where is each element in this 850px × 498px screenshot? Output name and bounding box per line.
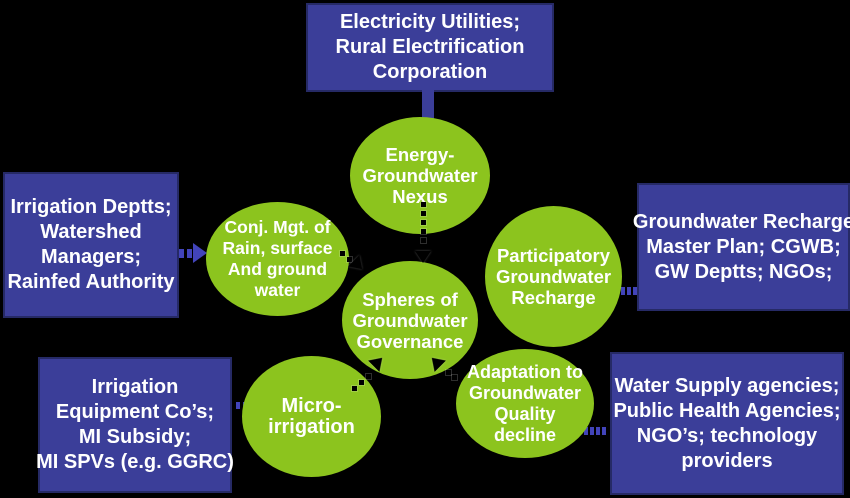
box-text-line: MI Subsidy;: [78, 426, 192, 448]
node-text-line: Quality: [494, 403, 556, 424]
node-energy-groundwater-nexus: Energy- Groundwater Nexus: [350, 117, 490, 234]
box-text-line: Managers;: [40, 246, 142, 268]
stakeholder-box-electricity-utilities: Electricity Utilities; Rural Electrifica…: [306, 3, 554, 92]
node-text-line: Adaptation to: [467, 361, 583, 382]
node-text-line: Groundwater: [362, 165, 478, 186]
box-text-line: Groundwater Recharge: [632, 210, 850, 233]
node-text-line: Conj. Mgt. of: [224, 217, 331, 237]
connector-micro-to-center-dot: [352, 386, 357, 391]
stakeholder-box-water-supply: Water Supply agencies; Public Health Age…: [610, 352, 844, 495]
node-text-line: Energy-: [385, 144, 455, 165]
box-text-line: Watershed: [40, 221, 142, 243]
node-text-line: Rain, surface: [222, 238, 333, 258]
connector-energy-to-center-dot: [421, 238, 426, 243]
node-micro-irrigation: Micro- irrigation: [242, 356, 381, 477]
box-text-line: Irrigation Deptts;: [10, 196, 172, 218]
connector-adaptation-to-watersupply-dash: [602, 427, 606, 435]
connector-adaptation-to-center-dot: [452, 375, 457, 380]
connector-energy-arrowhead-icon: [415, 251, 431, 263]
node-text-line: Groundwater: [352, 309, 468, 331]
node-text-line: Groundwater: [468, 382, 581, 403]
connector-adaptation-to-center-dot: [446, 370, 451, 375]
connector-energy-to-center-dot: [421, 211, 426, 216]
connector-irrigation-arrowhead-icon: [193, 243, 207, 263]
connector-micro-to-center-dot: [366, 374, 371, 379]
box-text-line: providers: [681, 449, 773, 472]
box-text-line: Irrigation: [91, 376, 179, 398]
stakeholder-box-irrigation-equipment: Irrigation Equipment Co’s; MI Subsidy; M…: [36, 357, 234, 493]
connector-energy-to-center-dot: [421, 229, 426, 234]
connector-energy-to-center-dot: [421, 202, 426, 207]
connector-conjunctive-to-center-dot: [347, 257, 352, 262]
node-text-line: Spheres of: [362, 288, 458, 310]
stakeholder-box-irrigation-deptts: Irrigation Deptts; Watershed Managers; R…: [3, 172, 179, 318]
box-text-line: Rural Electrification: [335, 36, 525, 58]
box-text-line: Master Plan; CGWB;: [646, 235, 841, 258]
node-text-line: Nexus: [392, 186, 448, 207]
node-text-line: Groundwater: [495, 266, 612, 287]
node-spheres-of-governance: Spheres of Groundwater Governance: [342, 261, 478, 379]
node-text-line: Governance: [356, 330, 464, 352]
connector-irrigation-to-conjunctive-dash: [179, 249, 184, 258]
box-text-line: NGO’s; technology: [636, 424, 818, 447]
box-text-line: Electricity Utilities;: [339, 11, 521, 33]
node-text-line: irrigation: [268, 415, 355, 438]
node-text-line: And ground: [227, 259, 328, 279]
connector-participatory-to-recharge-dash: [621, 287, 625, 295]
node-text-line: Micro-: [281, 394, 342, 417]
connector-adaptation-to-watersupply-dash: [590, 427, 594, 435]
connector-micro-to-center-dot: [359, 380, 364, 385]
node-conjunctive-management: Conj. Mgt. of Rain, surface And ground w…: [206, 202, 349, 316]
connector-adaptation-to-watersupply-dash: [584, 427, 588, 435]
node-adaptation-quality-decline: Adaptation to Groundwater Quality declin…: [456, 349, 594, 458]
node-text-line: water: [254, 280, 301, 300]
box-text-line: Water Supply agencies;: [614, 374, 840, 397]
connector-participatory-to-recharge-dash: [633, 287, 637, 295]
box-text-line: Corporation: [372, 61, 488, 83]
connector-conjunctive-to-center-dot: [340, 251, 345, 256]
stakeholder-box-recharge-master-plan: Groundwater Recharge Master Plan; CGWB; …: [633, 183, 850, 311]
node-text-line: decline: [493, 424, 557, 445]
node-text-line: Participatory: [496, 245, 611, 266]
box-text-line: MI SPVs (e.g. GGRC): [36, 451, 234, 473]
node-text-line: Recharge: [511, 287, 596, 308]
connector-energy-to-center-dot: [421, 220, 426, 225]
node-participatory-recharge: Participatory Groundwater Recharge: [485, 206, 622, 347]
box-text-line: Equipment Co’s;: [55, 401, 215, 423]
box-text-line: Rainfed Authority: [7, 271, 175, 293]
connector-adaptation-to-watersupply-dash: [596, 427, 600, 435]
box-text-line: GW Deptts; NGOs;: [654, 260, 833, 283]
connector-irrigation-to-conjunctive-dash: [187, 249, 192, 258]
connector-electricity-to-energy: [422, 90, 434, 120]
connector-equipment-to-micro-dash: [236, 402, 240, 409]
connector-participatory-to-recharge-dash: [627, 287, 631, 295]
box-text-line: Public Health Agencies;: [613, 399, 841, 422]
